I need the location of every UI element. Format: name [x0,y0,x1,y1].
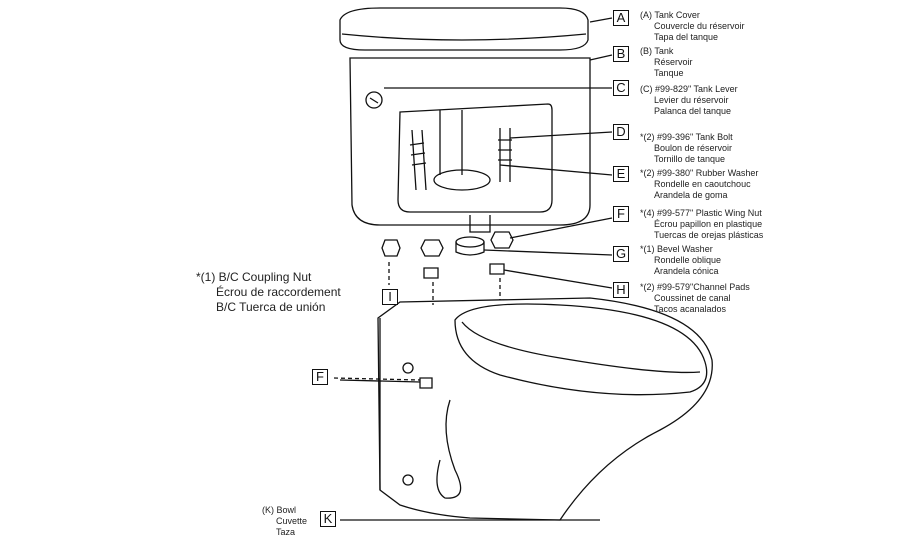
bowl [377,297,713,521]
label-en: *(4) #99-577" Plastic Wing Nut [640,208,762,218]
callout-box-f-left: F [312,369,328,385]
bowl-text: (K) Bowl Cuvette Taza [262,505,307,538]
label-en: (K) Bowl [262,505,297,515]
seat-lid [454,303,708,396]
label-fr: Couvercle du réservoir [654,21,745,31]
label-en: *(2) #99-579"Channel Pads [640,282,750,292]
label-en: *(1) Bevel Washer [640,244,713,254]
callout-text-a: (A) Tank Cover Couvercle du réservoir Ta… [640,10,745,43]
callout-text-e: *(2) #99-380" Rubber Washer Rondelle en … [640,168,758,201]
label-fr: Rondelle oblique [654,255,722,265]
label-es: Arandela de goma [654,190,728,200]
callout-box-i: I [382,289,398,305]
callout-text-h: *(2) #99-579"Channel Pads Coussinet de c… [640,282,750,315]
callout-box-c: C [613,80,629,96]
callout-box-h: H [613,282,629,298]
label-es: Tuercas de orejas plásticas [654,230,764,240]
tank-cover [339,7,589,51]
callout-text-f: *(4) #99-577" Plastic Wing Nut Écrou pap… [640,208,763,241]
coupling-nut-text: *(1) B/C Coupling Nut Écrou de raccordem… [196,270,341,315]
callout-box-a: A [613,10,629,26]
label-es: Taza [276,527,296,537]
callout-text-b: (B) Tank Réservoir Tanque [640,46,693,79]
label-fr: Cuvette [276,516,308,526]
label-fr: Écrou papillon en plastique [654,219,763,229]
label-fr: Coussinet de canal [654,293,731,303]
label-fr: Boulon de réservoir [654,143,733,153]
label-en: (B) Tank [640,46,674,56]
tank-lever [365,91,383,109]
callout-box-k: K [320,511,336,527]
tank-inner-opening [397,103,553,213]
label-es: Tanque [654,68,684,78]
label-fr: Levier du réservoir [654,95,729,105]
callout-box-f: F [613,206,629,222]
label-en: *(2) #99-380" Rubber Washer [640,168,759,178]
label-fr: Réservoir [654,57,693,67]
label-es: Arandela cónica [654,266,719,276]
label-fr: Rondelle en caoutchouc [654,179,751,189]
label-es: Tacos acanalados [654,304,727,314]
callout-text-c: (C) #99-829" Tank Lever Levier du réserv… [640,84,738,117]
label-es: B/C Tuerca de unión [216,300,326,314]
label-en: *(1) B/C Coupling Nut [196,270,312,284]
callout-text-d: *(2) #99-396" Tank Bolt Boulon de réserv… [640,132,733,165]
label-fr: Écrou de raccordement [216,285,341,299]
callout-box-e: E [613,166,629,182]
callout-box-g: G [613,246,629,262]
label-es: Tapa del tanque [654,32,719,42]
label-es: Tornillo de tanque [654,154,726,164]
label-en: *(2) #99-396" Tank Bolt [640,132,733,142]
callout-box-d: D [613,124,629,140]
callout-text-g: *(1) Bevel Washer Rondelle oblique Arand… [640,244,721,277]
label-es: Palanca del tanque [654,106,732,116]
label-en: (A) Tank Cover [640,10,700,20]
callout-box-b: B [613,46,629,62]
tank [349,57,591,226]
label-en: (C) #99-829" Tank Lever [640,84,738,94]
